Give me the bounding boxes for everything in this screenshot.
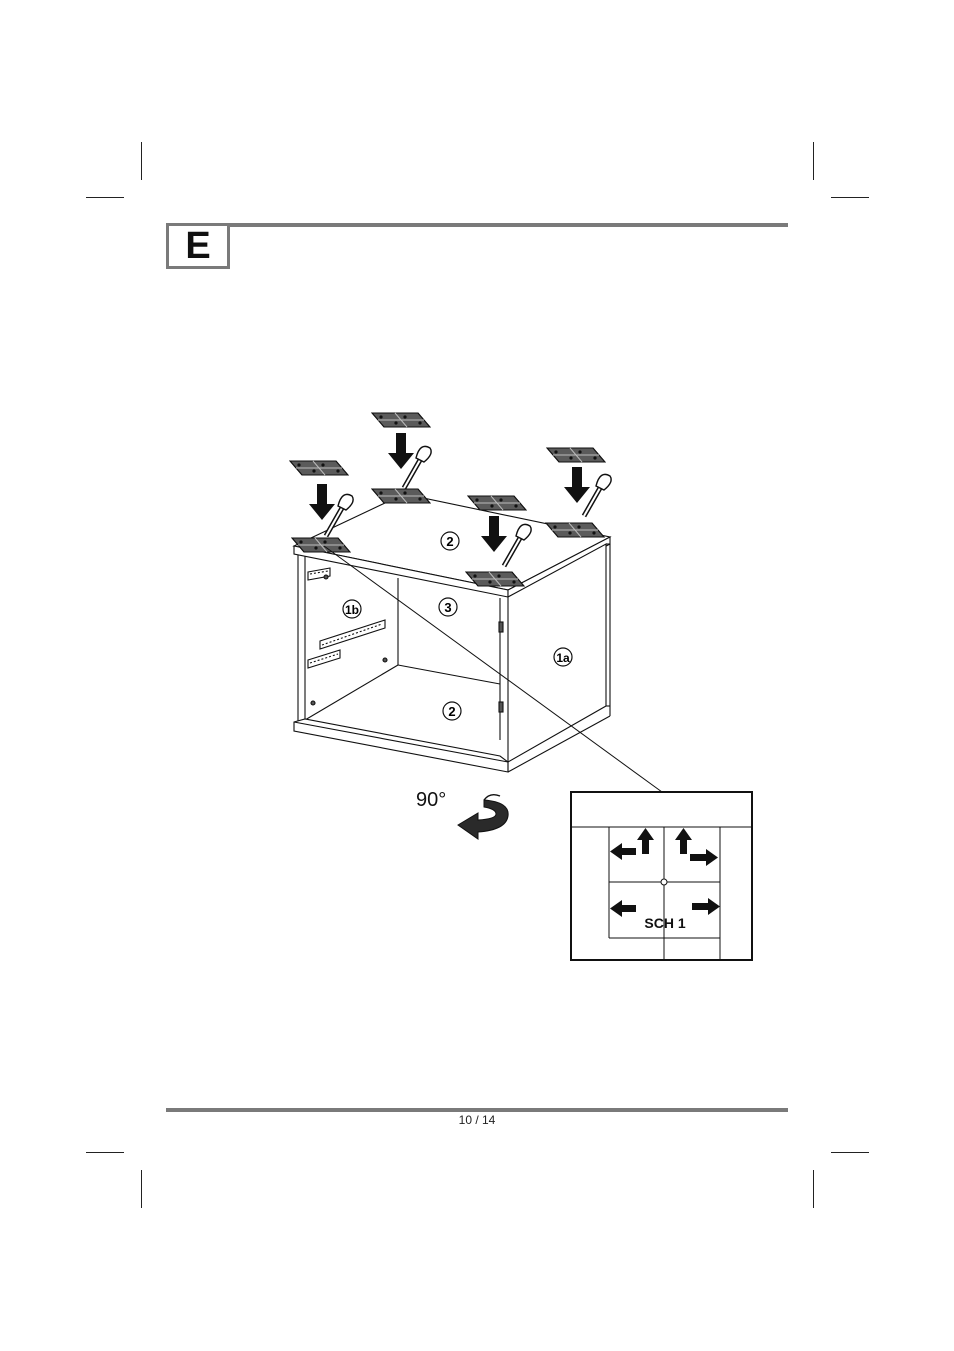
part-label-right: 1a: [554, 648, 572, 666]
rotation-label: 90°: [416, 789, 446, 811]
rotate-arrow-icon: [458, 795, 508, 839]
detail-label: SCH 1: [644, 915, 685, 931]
svg-text:1a: 1a: [556, 651, 570, 665]
down-arrow-icon: [388, 433, 414, 469]
svg-text:3: 3: [444, 600, 451, 615]
corner-plate-floating-4: [547, 448, 605, 462]
detail-box: SCH 1: [571, 792, 752, 960]
mallet-icon: [584, 474, 611, 516]
footer-rule: [166, 1108, 788, 1112]
part-label-bottom: 2: [443, 702, 461, 720]
page-number: 10 / 14: [0, 1113, 954, 1127]
down-arrow-icon: [309, 484, 335, 520]
part-label-back: 3: [439, 598, 457, 616]
part-label-top: 2: [441, 532, 459, 550]
part-label-left: 1b: [343, 600, 361, 618]
corner-plate-floating-2: [372, 413, 430, 427]
mallet-icon: [404, 446, 431, 488]
corner-plate-back-left: [372, 489, 430, 503]
corner-plate-floating-1: [290, 461, 348, 475]
down-arrow-icon: [564, 467, 590, 503]
svg-text:1b: 1b: [345, 603, 359, 617]
corner-plate-floating-3: [468, 496, 526, 510]
svg-text:2: 2: [446, 534, 453, 549]
svg-text:2: 2: [448, 704, 455, 719]
